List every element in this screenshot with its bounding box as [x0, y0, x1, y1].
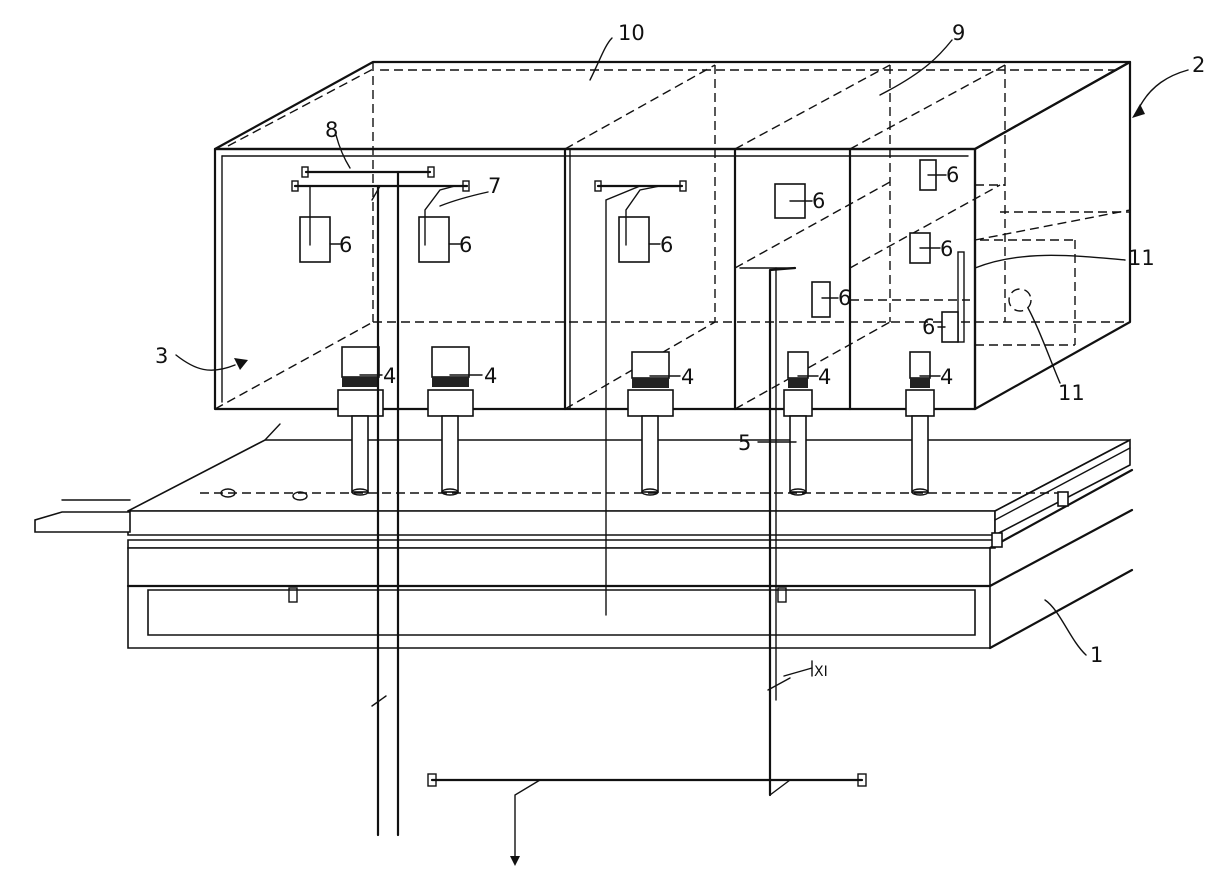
- holder-4: [783, 351, 813, 496]
- label-10: 10: [618, 21, 645, 45]
- linkage: [291, 166, 867, 866]
- label-6-d: 6: [812, 189, 825, 213]
- reference-numerals: 10 9 2 8 7 3 6 6 6 6 6 6 6 6 4 4 4 4 4 1…: [155, 21, 1205, 680]
- label-8: 8: [325, 118, 338, 142]
- label-2: 2: [1192, 53, 1205, 77]
- label-11-a: 11: [1128, 246, 1155, 270]
- leader-lines: [175, 37, 1189, 656]
- label-4-e: 4: [940, 365, 953, 389]
- label-7: 7: [488, 174, 501, 198]
- holder-3: [627, 351, 674, 496]
- label-6-f: 6: [940, 237, 953, 261]
- base-frame: [34, 423, 1134, 650]
- label-4-a: 4: [383, 364, 396, 388]
- label-6-b: 6: [459, 233, 472, 257]
- label-5: 5: [738, 431, 751, 455]
- label-6-e: 6: [946, 163, 959, 187]
- label-4-c: 4: [681, 365, 694, 389]
- label-6-c: 6: [660, 233, 673, 257]
- label-xi: XI: [814, 664, 828, 680]
- label-9: 9: [952, 21, 965, 45]
- components: [299, 159, 959, 343]
- label-4-b: 4: [484, 364, 497, 388]
- label-6-g: 6: [838, 286, 851, 310]
- holders: [337, 346, 935, 496]
- label-1: 1: [1090, 643, 1103, 667]
- label-4-d: 4: [818, 365, 831, 389]
- label-6-h: 6: [922, 315, 935, 339]
- holder-5: [905, 351, 935, 496]
- label-11-b: 11: [1058, 381, 1085, 405]
- holder-2: [427, 346, 474, 496]
- holder-1: [337, 346, 384, 496]
- label-3: 3: [155, 344, 168, 368]
- label-6-a: 6: [339, 233, 352, 257]
